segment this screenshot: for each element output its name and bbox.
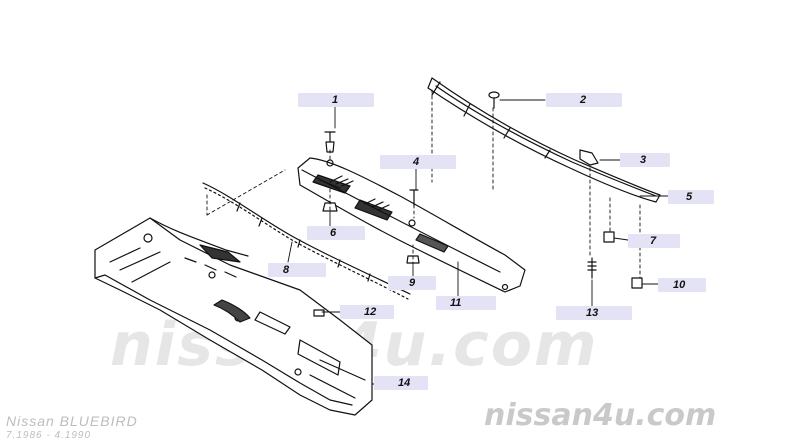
fastener-4-screw: [409, 189, 419, 207]
callout-10-box: [658, 278, 706, 292]
callout-11: 11: [450, 297, 462, 309]
part-5-cowl-top-strip: [427, 77, 661, 203]
assembly-lines: [206, 89, 641, 279]
model-name: Nissan BLUEBIRD: [6, 413, 138, 429]
callout-1-box: [298, 93, 374, 107]
callout-3: 3: [640, 154, 647, 166]
fastener-3-clip: [579, 149, 599, 166]
callout-11-box: [436, 296, 496, 310]
fastener-1-clip: [324, 131, 336, 153]
callout-14-box: [374, 376, 428, 390]
callout-7-box: [628, 234, 680, 248]
callout-1: 1: [332, 94, 339, 106]
callout-8-box: [268, 263, 326, 277]
callout-13: 13: [586, 307, 599, 319]
corner-watermark: nissan4u.com: [484, 398, 717, 433]
fastener-7-clip: [603, 231, 615, 243]
callout-12: 12: [364, 306, 377, 318]
callout-7: 7: [650, 235, 657, 247]
callout-3-box: [620, 153, 670, 167]
callout-6: 6: [330, 227, 337, 239]
callout-6-box: [307, 226, 365, 240]
production-years: 7.1986 - 4.1990: [6, 430, 92, 441]
fastener-12-plug: [313, 309, 325, 317]
fastener-10-clip: [631, 277, 643, 289]
fastener-2-screw: [488, 91, 500, 109]
callout-5-box: [668, 190, 714, 204]
callout-10: 10: [673, 279, 686, 291]
part-11-cowl-grille: [297, 157, 526, 293]
part-14-cowl-frame: [94, 217, 373, 416]
callout-9: 9: [409, 277, 416, 289]
callout-12-box: [340, 305, 394, 319]
part-8-seal-strip: [202, 182, 411, 300]
callout-14: 14: [398, 377, 411, 389]
callout-9-box: [388, 276, 436, 290]
callout-2-box: [546, 93, 622, 107]
callout-4: 4: [413, 156, 420, 168]
fastener-13-screw: [587, 257, 597, 279]
callout-4-box: [380, 155, 456, 169]
callout-8: 8: [283, 264, 290, 276]
fastener-9-grommet: [406, 255, 420, 264]
callout-13-box: [556, 306, 632, 320]
callout-2: 2: [580, 94, 587, 106]
callout-5: 5: [686, 191, 693, 203]
